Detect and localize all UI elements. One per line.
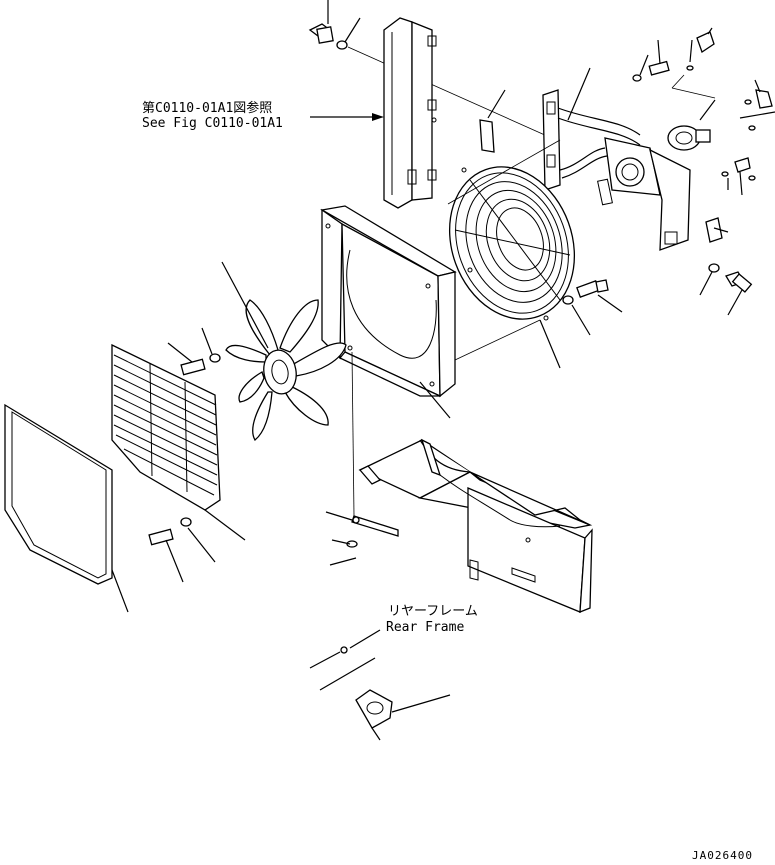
- figure-reference-jp: 第C0110-01A1図参照: [142, 101, 273, 116]
- figure-reference-en: See Fig C0110-01A1: [142, 116, 283, 131]
- top-washer: [336, 17, 361, 50]
- fan-shroud: [320, 205, 457, 419]
- rear-frame-label-en: Rear Frame: [386, 620, 465, 635]
- seal-frame: [4, 403, 129, 613]
- small-bolt: [632, 39, 670, 82]
- clip: [479, 89, 506, 153]
- mount-bracket: [542, 67, 691, 251]
- fitting-2: [739, 79, 775, 131]
- lower-rod: [325, 511, 399, 566]
- rear-frame: [358, 438, 593, 613]
- lower-pin: [309, 629, 381, 691]
- grille-slats: [113, 354, 218, 496]
- tow-hook: [355, 689, 451, 741]
- upright-bracket: [383, 17, 437, 209]
- drawing-code: JA026400: [692, 849, 753, 862]
- pump-unit: [667, 99, 716, 151]
- grille: [111, 343, 246, 541]
- grille-bolt: [148, 517, 216, 583]
- guard-bolt: [562, 279, 623, 336]
- fitting-3: [721, 157, 756, 196]
- rear-frame-label-jp: リヤーフレーム: [388, 604, 478, 619]
- fitting-1: [671, 27, 716, 99]
- clamp: [705, 217, 729, 243]
- fan-guard: [448, 166, 576, 321]
- lower-bolt-right: [699, 263, 753, 316]
- cooling-fan: [221, 261, 347, 441]
- top-bolt: [308, 0, 334, 44]
- fan-bolt: [167, 327, 221, 376]
